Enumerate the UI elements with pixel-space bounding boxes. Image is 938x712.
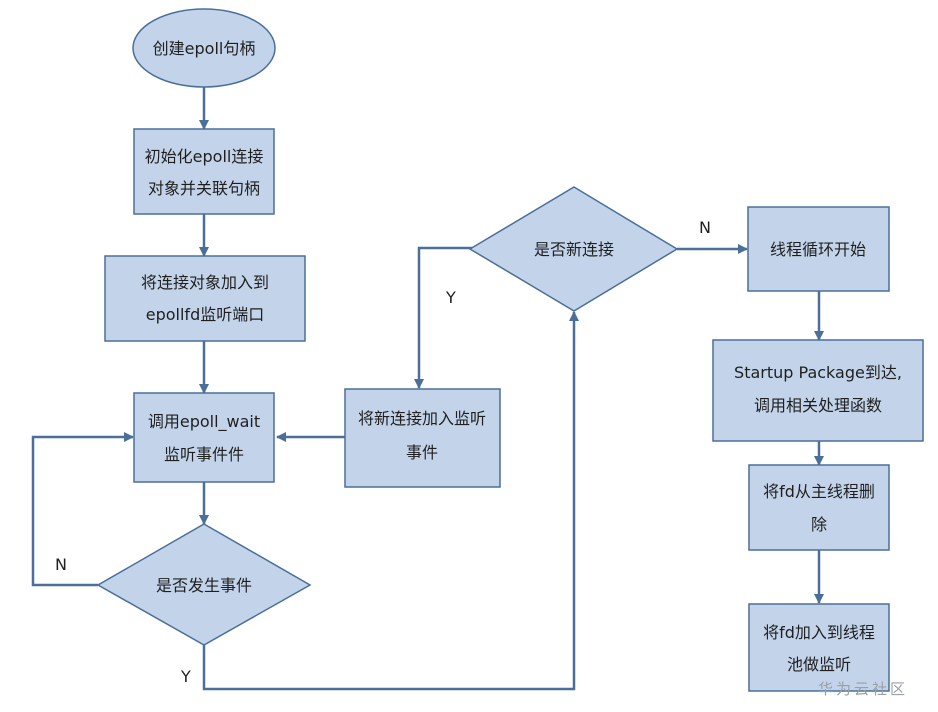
arrow-new-conn-yes-to-add-new [414, 246, 472, 389]
pool-label-line2: 池做监听 [787, 655, 851, 674]
pool-label-line1: 将fd加入到线程 [763, 623, 875, 642]
arrow-event-no-loop [31, 432, 134, 587]
node-pool: 将fd加入到线程 池做监听 [748, 603, 890, 692]
init-label-line1: 初始化epoll连接 [145, 147, 264, 166]
add-new-label-line1: 将新连接加入监听 [358, 409, 486, 428]
startup-box [712, 339, 924, 442]
node-init: 初始化epoll连接 对象并关联句柄 [133, 128, 275, 215]
node-remove: 将fd从主线程删 除 [748, 464, 890, 551]
add-new-box [344, 388, 501, 488]
arrow-event-yes-to-new-conn [202, 311, 579, 691]
event-decision-label: 是否发生事件 [156, 576, 252, 595]
remove-label-line2: 除 [811, 515, 827, 534]
init-label-line2: 对象并关联句柄 [148, 179, 260, 198]
remove-box [748, 464, 890, 551]
remove-label-line1: 将fd从主线程删 [763, 482, 875, 501]
add-new-label-line2: 事件 [406, 443, 438, 462]
startup-label-line2: 调用相关处理函数 [754, 396, 882, 415]
startup-label-line1: Startup Package到达, [734, 363, 902, 382]
add-listen-box [104, 255, 306, 342]
edge-label-event-no: N [55, 555, 67, 574]
edge-label-new-conn-no: N [699, 218, 711, 237]
node-new-conn-decision: 是否新连接 [468, 186, 679, 312]
pool-box [748, 603, 890, 692]
add-listen-label-line2: epollfd监听端口 [146, 305, 264, 324]
watermark: 华为云社区 [818, 680, 908, 698]
thread-loop-box [747, 206, 890, 292]
start-label: 创建epoll句柄 [153, 39, 256, 58]
edge-label-new-conn-yes: Y [445, 288, 456, 307]
edge-label-event-yes: Y [180, 667, 191, 686]
node-add-new: 将新连接加入监听 事件 [344, 388, 501, 488]
start-ellipse [132, 8, 276, 88]
add-listen-label-line1: 将连接对象加入到 [141, 273, 269, 292]
node-thread-loop: 线程循环开始 [747, 206, 890, 292]
event-decision-diamond [96, 523, 312, 646]
init-box [133, 128, 275, 215]
node-startup: Startup Package到达, 调用相关处理函数 [712, 339, 924, 442]
wait-box [133, 392, 275, 483]
new-conn-decision-label: 是否新连接 [534, 240, 614, 259]
wait-label-line2: 监听事件件 [164, 445, 244, 464]
node-wait: 调用epoll_wait 监听事件件 [133, 392, 275, 483]
node-add-listen: 将连接对象加入到 epollfd监听端口 [104, 255, 306, 342]
node-event-decision: 是否发生事件 [96, 523, 312, 646]
wait-label-line1: 调用epoll_wait [148, 412, 260, 432]
node-start: 创建epoll句柄 [132, 8, 276, 88]
thread-loop-label: 线程循环开始 [770, 240, 866, 259]
new-conn-decision-diamond [468, 186, 679, 312]
